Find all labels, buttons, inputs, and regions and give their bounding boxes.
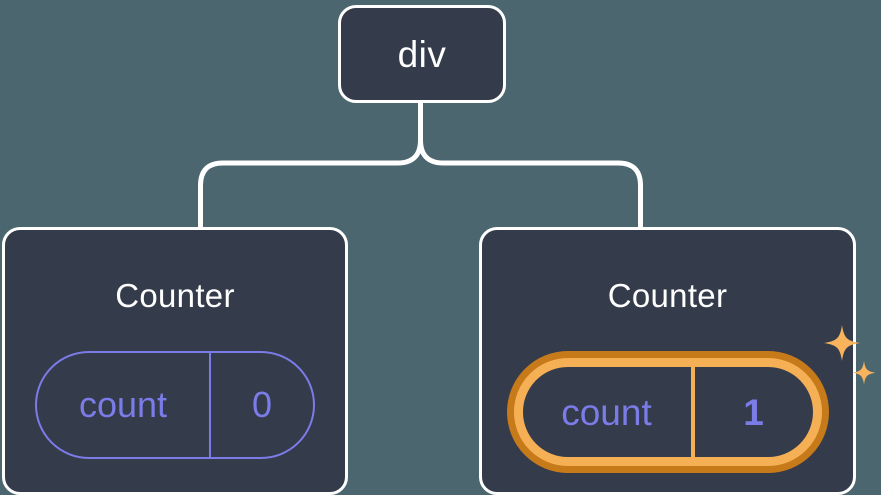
state-pill-left[interactable]: count 0 — [35, 351, 315, 459]
state-value-right: 1 — [690, 367, 813, 457]
node-root-label: div — [397, 33, 447, 75]
sparkle-group — [823, 325, 875, 385]
state-pill-wrap-left: count 0 — [35, 351, 315, 459]
node-counter-right[interactable]: Counter count 1 — [479, 227, 875, 495]
state-key-left: count — [78, 384, 168, 425]
state-pill-inner-ring: count 1 — [513, 358, 822, 466]
state-pill-right-highlighted[interactable]: count 1 — [506, 351, 829, 473]
state-pill-wrap-right: count 1 — [506, 325, 875, 473]
connector-path-right — [418, 100, 643, 230]
node-root-div[interactable]: div — [338, 5, 506, 103]
state-key-right: count — [561, 391, 652, 433]
state-value-left: 0 — [209, 353, 313, 457]
sparkle-large-icon — [823, 325, 860, 361]
node-counter-left[interactable]: Counter count 0 — [2, 227, 348, 495]
node-counter-left-label: Counter — [115, 277, 235, 314]
connector-path-left — [198, 100, 423, 230]
node-counter-right-label: Counter — [607, 277, 728, 314]
sparkle-small-icon — [852, 361, 875, 385]
